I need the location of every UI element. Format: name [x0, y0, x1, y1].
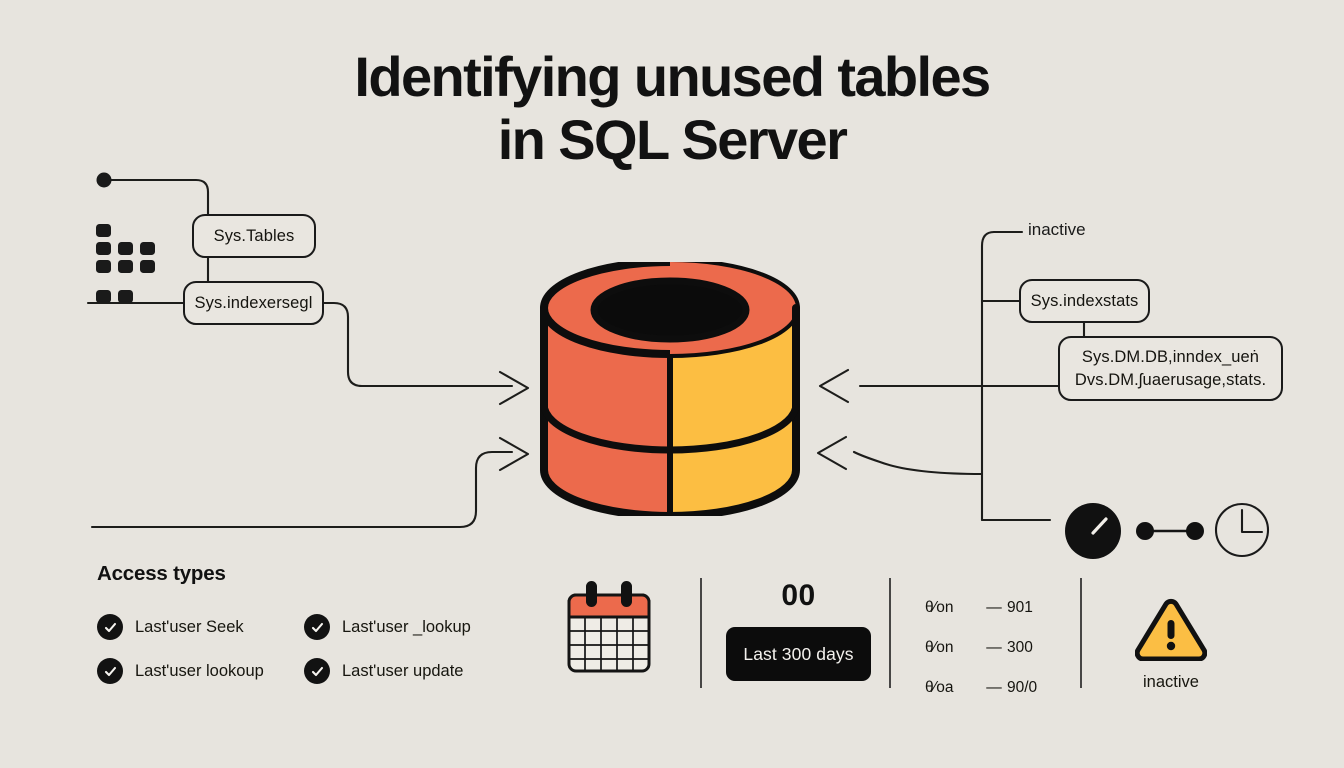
arrowhead-left-1	[818, 368, 850, 404]
metric-value: 300	[1007, 639, 1033, 656]
access-type-item[interactable]: Last'user lookoup	[97, 658, 304, 684]
counter-value: 00	[781, 579, 816, 612]
check-icon	[304, 614, 330, 640]
arrowhead-right-2	[498, 436, 530, 472]
access-types-list: Last'user Seek Last'user _lookup Last'us…	[97, 614, 471, 684]
node-dm-usage-stats-line-1: Sys.DM.DB,inndex_ueṅ	[1081, 347, 1260, 366]
arrowhead-left-2	[816, 435, 848, 471]
check-icon	[97, 614, 123, 640]
access-type-item[interactable]: Last'user Seek	[97, 614, 304, 640]
node-sys-indexstats[interactable]: Sys.indexstats	[1019, 279, 1150, 323]
grid-dot	[118, 260, 133, 273]
page-title-line-1: Identifying unused tables	[354, 45, 991, 108]
connector-bottomrail-to-arrow2	[90, 450, 514, 529]
section-divider	[889, 578, 891, 688]
database-cylinder-icon	[540, 262, 800, 516]
label-inactive-top: inactive	[1028, 220, 1086, 239]
page-title-line-2: in SQL Server	[497, 108, 848, 172]
node-sys-indexersegl-label: Sys.indexersegl	[194, 293, 313, 312]
calendar-icon	[567, 581, 651, 673]
page-title: Identifying unused tables in SQL Server	[0, 48, 1344, 168]
access-type-item[interactable]: Last'user _lookup	[304, 614, 471, 640]
node-sys-indexersegl[interactable]: Sys.indexersegl	[183, 281, 324, 325]
metric-row: θ⁄on — 901	[925, 588, 1037, 628]
metrics-list: θ⁄on — 901 θ⁄on — 300 θ⁄oa — 90/0	[925, 588, 1037, 708]
node-dm-usage-stats-line-2: Dvs.DM.ʃuaerusage,stats.	[1074, 371, 1267, 389]
grid-dot	[96, 242, 111, 255]
grid-dot	[96, 290, 111, 303]
dot-grid-decoration	[96, 224, 166, 303]
metric-dash: —	[986, 599, 1002, 616]
date-range-pill[interactable]: Last 300 days	[726, 627, 871, 681]
clock-icon	[1214, 502, 1270, 558]
grid-dot	[96, 260, 111, 273]
metric-dash: —	[986, 679, 1002, 696]
access-type-label: Last'user _lookup	[342, 617, 471, 636]
metric-row: θ⁄on — 300	[925, 628, 1037, 668]
date-range-pill-label: Last 300 days	[743, 643, 854, 664]
grid-dot	[118, 290, 133, 303]
metric-dash: —	[986, 639, 1002, 656]
grid-dot	[118, 242, 133, 255]
access-type-item[interactable]: Last'user update	[304, 658, 471, 684]
access-types-section: Access types Last'user Seek Last'user _l…	[97, 562, 471, 684]
gauge-dial-icon	[1065, 503, 1121, 559]
node-sys-indexstats-label: Sys.indexstats	[1030, 291, 1139, 310]
metric-key: θ⁄on	[925, 599, 954, 616]
connector-indexersegl-to-arrow1	[322, 301, 514, 388]
link-dots-icon	[1136, 522, 1204, 540]
connector-right-vertical-rail	[980, 230, 996, 522]
metric-value: 90/0	[1007, 679, 1038, 696]
metric-row: θ⁄oa — 90/0	[925, 668, 1037, 708]
grid-dot	[140, 242, 155, 255]
warning-triangle-icon	[1134, 598, 1208, 662]
access-type-label: Last'user update	[342, 661, 464, 680]
access-types-heading: Access types	[97, 562, 226, 585]
node-sys-tables-label: Sys.Tables	[213, 226, 295, 245]
arrowhead-right-1	[498, 370, 530, 406]
check-icon	[304, 658, 330, 684]
section-divider	[1080, 578, 1082, 688]
bullet-dot	[96, 172, 112, 188]
grid-dot	[96, 224, 111, 237]
metric-key: θ⁄oa	[925, 679, 954, 696]
connector-bullet-to-systables	[106, 178, 210, 216]
warning-section: inactive	[1128, 598, 1214, 692]
grid-dot	[140, 260, 155, 273]
metric-key: θ⁄on	[925, 639, 954, 656]
access-type-label: Last'user Seek	[135, 617, 244, 636]
check-icon	[97, 658, 123, 684]
access-type-label: Last'user lookoup	[135, 661, 264, 680]
node-sys-tables[interactable]: Sys.Tables	[192, 214, 316, 258]
connector-curve-to-arrow4	[852, 450, 984, 476]
node-dm-usage-stats[interactable]: Sys.DM.DB,inndex_ueṅ Dvs.DM.ʃuaerusage,s…	[1058, 336, 1283, 401]
counter-section: 00 Last 300 days	[726, 581, 871, 681]
warning-caption: inactive	[1143, 673, 1199, 691]
metric-value: 901	[1007, 599, 1033, 616]
section-divider	[700, 578, 702, 688]
